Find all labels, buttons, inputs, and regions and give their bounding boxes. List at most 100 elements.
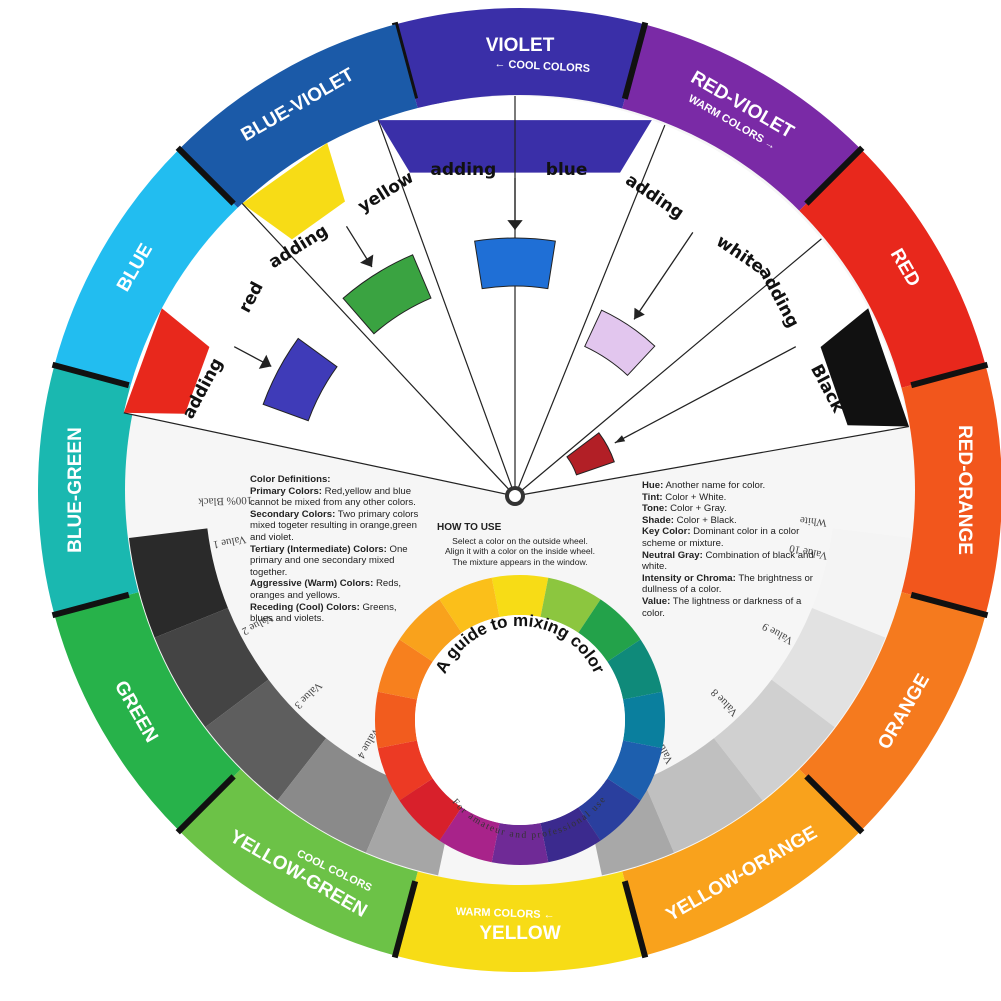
- definition-term: Shade:: [642, 514, 674, 526]
- outer-segment-red-violet[interactable]: [620, 24, 861, 215]
- definition-item: Neutral Gray: Combination of black and w…: [642, 550, 814, 573]
- guide-ring-segment: [607, 740, 663, 801]
- guide-ring-segment: [607, 639, 663, 700]
- outer-color-ring[interactable]: [37, 8, 1001, 972]
- definition-text: Reds, oranges and yellows.: [250, 578, 402, 601]
- guide-ring-segment: [399, 778, 462, 841]
- definition-term: Aggressive (Warm) Colors:: [250, 578, 374, 590]
- adding-label-2: adding: [430, 160, 496, 180]
- value-swatch-left-3: [205, 679, 327, 801]
- mix-arrow-head: [507, 220, 523, 230]
- value-label-right-0: White: [799, 514, 827, 529]
- fan-divider: [241, 203, 516, 497]
- outer-segment-yellow-orange[interactable]: [620, 765, 861, 956]
- definition-item: Hue: Another name for color.: [642, 480, 814, 492]
- definition-item: Shade: Color + Black.: [642, 515, 814, 527]
- definition-text: Greens, blues and violets.: [250, 601, 397, 625]
- value-swatch-left-1: [128, 528, 228, 638]
- outer-segment-red-orange[interactable]: [895, 365, 1001, 615]
- definition-item: Value: The lightness or darkness of a co…: [642, 596, 814, 619]
- guide-ring-segment: [540, 807, 601, 863]
- value-swatch-right-4: [643, 738, 763, 853]
- fan-divider: [377, 119, 516, 497]
- definition-term: Tertiary (Intermediate) Colors:: [250, 543, 387, 555]
- guide-ring-segment: [377, 740, 433, 801]
- outer-segment-blue-violet[interactable]: [179, 24, 420, 215]
- definition-text: Combination of black and white.: [642, 549, 814, 573]
- how-to-use-step-3: The mixture appears in the window.: [452, 556, 588, 567]
- definition-text: Color + White.: [662, 491, 727, 503]
- outer-segment-yellow-green[interactable]: [179, 765, 420, 956]
- definition-text: Color + Gray.: [667, 503, 727, 515]
- definition-item: Tone: Color + Gray.: [642, 503, 814, 515]
- mix-window-red: [262, 337, 338, 422]
- outer-label-blue-green: BLUE-GREEN: [65, 427, 86, 553]
- definition-item: Key Color: Dominant color in a color sch…: [642, 526, 814, 549]
- value-label-left-1: Value 1: [212, 533, 247, 551]
- guide-ring-segment: [399, 599, 462, 662]
- mix-word-blue: blue: [546, 160, 588, 180]
- definition-text: Dominant color in a color scheme or mixt…: [642, 526, 800, 549]
- segment-divider: [391, 880, 419, 959]
- definition-item: Aggressive (Warm) Colors: Reds, oranges …: [250, 578, 420, 601]
- definition-term: Color Definitions:: [250, 474, 331, 485]
- fan-tip-1: [242, 142, 345, 240]
- definition-term: Tint:: [642, 491, 663, 503]
- value-swatch-right-3: [713, 679, 835, 801]
- fan-tip-0: [123, 308, 210, 414]
- segment-divider: [621, 880, 649, 959]
- outer-label-violet: VIOLET: [486, 35, 555, 56]
- definition-item: Color Definitions:: [250, 474, 420, 486]
- definitions-left: Color Definitions:Primary Colors: Red,ye…: [250, 474, 420, 625]
- definition-term: Secondary Colors:: [250, 508, 336, 520]
- cool-colors-label: ← COOL COLORS: [494, 58, 590, 75]
- definition-text: Another name for color.: [663, 480, 766, 491]
- value-swatch-left-4: [277, 738, 397, 853]
- guide-ring-segment: [491, 822, 549, 865]
- guide-ring-segment: [377, 639, 433, 700]
- outer-segment-blue-green[interactable]: [37, 365, 145, 615]
- definition-text: The lightness or darkness of a color.: [642, 595, 802, 619]
- definition-item: Tint: Color + White.: [642, 492, 814, 504]
- mix-arrow: [633, 232, 694, 320]
- definition-item: Primary Colors: Red,yellow and blue cann…: [250, 486, 420, 509]
- guide-ring-segment: [540, 577, 601, 633]
- outer-segment-orange[interactable]: [795, 590, 986, 831]
- fan-divider: [123, 412, 516, 497]
- mix-arrow-head: [634, 307, 645, 320]
- outer-segment-red[interactable]: [795, 149, 986, 390]
- outer-label-yellow: YELLOW: [479, 923, 560, 944]
- definition-item: Secondary Colors: Two primary colors mix…: [250, 509, 420, 544]
- mix-arrow-head: [258, 354, 272, 369]
- guide-center: [415, 615, 625, 825]
- fan-divider: [514, 238, 822, 497]
- outer-segment-violet[interactable]: [395, 8, 645, 115]
- definition-term: Neutral Gray:: [642, 549, 703, 561]
- definition-term: Receding (Cool) Colors:: [250, 601, 360, 613]
- fan-tip-4: [820, 308, 909, 427]
- definition-item: Receding (Cool) Colors: Greens, blues an…: [250, 602, 420, 625]
- definition-term: Tone:: [642, 503, 668, 515]
- outer-segment-yellow[interactable]: [395, 865, 645, 972]
- value-swatch-right-1: [812, 528, 912, 638]
- mix-window-black: [566, 432, 615, 476]
- definitions-right: Hue: Another name for color.Tint: Color …: [642, 480, 814, 619]
- definition-term: Key Color:: [642, 526, 691, 538]
- segment-divider: [621, 21, 649, 100]
- outer-segment-blue[interactable]: [54, 149, 245, 390]
- outer-segment-green[interactable]: [54, 590, 245, 831]
- how-to-use: HOW TO USE Select a color on the outside…: [425, 522, 615, 567]
- segment-divider: [910, 361, 989, 389]
- how-to-use-step-2: Align it with a color on the inside whee…: [445, 546, 595, 557]
- mix-arrow-head: [614, 435, 626, 443]
- value-label-left-0: 100% Black: [197, 494, 252, 508]
- how-to-use-step-1: Select a color on the outside wheel.: [452, 535, 588, 546]
- center-pivot-hole: [509, 490, 521, 502]
- definition-text: Red,yellow and blue cannot be mixed from…: [250, 485, 416, 509]
- segment-divider: [804, 774, 865, 835]
- mix-arrow-head: [360, 254, 374, 268]
- guide-ring-segment: [622, 691, 665, 749]
